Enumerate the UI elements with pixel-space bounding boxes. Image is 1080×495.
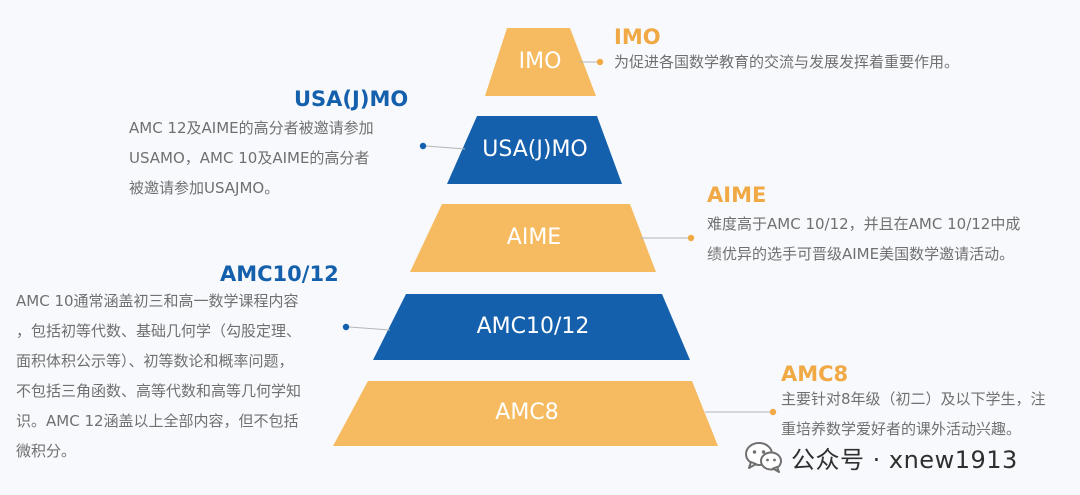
connector-usajmo (419, 142, 466, 150)
desc-line: 绩优异的选手可晋级AIME美国数学邀请活动。 (707, 245, 1015, 263)
tier-label-imo: IMO (518, 49, 562, 74)
callout-title-aime: AIME (707, 183, 767, 207)
desc-line: 面积体积公示等）、初等数论和概率问题， (16, 352, 294, 370)
callout-desc-usajmo: AMC 12及AIME的高分者被邀请参加 USAMO，AMC 10及AIME的高… (129, 113, 419, 203)
desc-line: AMC 10通常涵盖初三和高一数学课程内容 (16, 292, 299, 310)
tier-label-aime: AIME (506, 225, 562, 250)
desc-line: 微积分。 (16, 442, 77, 460)
callout-desc-amc1012: AMC 10通常涵盖初三和高一数学课程内容 ，包括初等代数、基础几何学（勾股定理… (16, 286, 346, 466)
desc-line: AMC 12及AIME的高分者被邀请参加 (129, 119, 374, 137)
desc-line: 重培养数学爱好者的课外活动兴趣。 (781, 420, 1022, 438)
desc-line: 被邀请参加USAJMO。 (129, 179, 280, 197)
callout-title-usajmo: USA(J)MO (294, 87, 409, 111)
wechat-icon (745, 442, 782, 473)
desc-line: 识。AMC 12涵盖以上全部内容，但不包括 (16, 412, 299, 430)
desc-line: USAMO，AMC 10及AIME的高分者 (129, 149, 370, 167)
callout-title-imo: IMO (614, 25, 661, 49)
connector-aime (640, 234, 695, 242)
callout-desc-imo: 为促进各国数学教育的交流与发展发挥着重要作用。 (614, 53, 960, 71)
callout-title-amc8: AMC8 (781, 362, 849, 386)
tier-aime (410, 204, 656, 272)
connector-amc1012 (342, 323, 391, 331)
desc-line: 不包括三角函数、高等代数和高等几何学知 (16, 382, 302, 400)
tier-usajmo (447, 116, 622, 184)
watermark: 公众号 · xnew1913 (745, 437, 1018, 477)
desc-line: 难度高于AMC 10/12，并且在AMC 10/12中成 (707, 215, 1021, 233)
tier-label-amc8: AMC8 (495, 400, 559, 425)
callout-desc-amc8: 主要针对8年级（初二）及以下学生，注 重培养数学爱好者的课外活动兴趣。 (781, 384, 1066, 444)
tier-amc8 (333, 381, 718, 446)
desc-line: ，包括初等代数、基础几何学（勾股定理、 (16, 322, 302, 340)
connector-amc8 (705, 408, 777, 416)
watermark-text: 公众号 · xnew1913 (791, 445, 1018, 474)
tier-amc1012 (373, 294, 690, 360)
tier-label-usajmo: USA(J)MO (482, 137, 588, 162)
tier-label-amc1012: AMC10/12 (476, 314, 590, 339)
connector-imo (579, 58, 604, 66)
callout-title-amc1012: AMC10/12 (220, 262, 339, 286)
callout-desc-aime: 难度高于AMC 10/12，并且在AMC 10/12中成 绩优异的选手可晋级AI… (707, 209, 1072, 269)
tier-imo (485, 28, 596, 96)
desc-line: 主要针对8年级（初二）及以下学生，注 (781, 390, 1046, 408)
